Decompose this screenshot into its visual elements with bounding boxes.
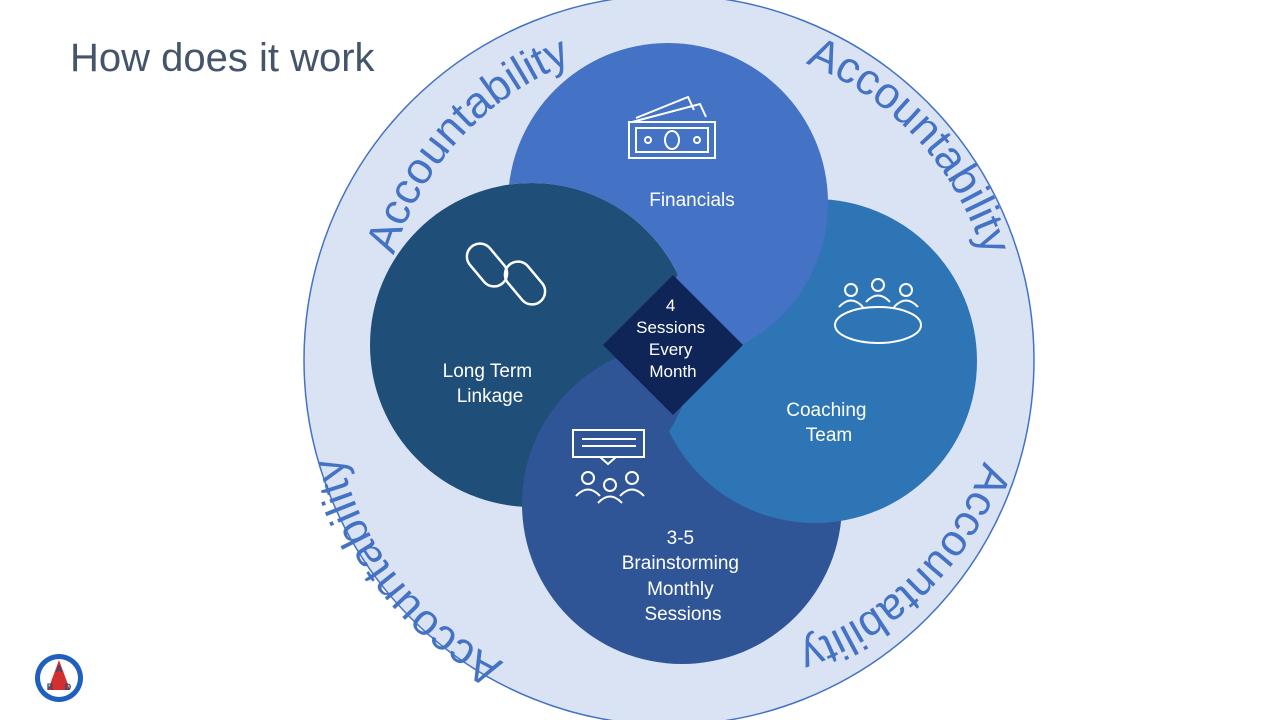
coaching-label: Coaching Team — [786, 400, 872, 446]
presentation-group-icon — [572, 429, 645, 504]
linkage-label: Long Term Linkage — [443, 361, 538, 407]
svg-text:D: D — [65, 682, 72, 692]
center-diamond — [603, 275, 743, 415]
financials-label: Financials — [649, 190, 735, 211]
svg-text:A: A — [56, 664, 63, 674]
chain-link-icon — [465, 242, 547, 306]
center-label: 4 Sessions Every Month — [636, 296, 710, 381]
svg-text:R: R — [47, 682, 54, 692]
slide-title: How does it work — [70, 36, 375, 80]
company-logo: A R D — [35, 654, 83, 702]
meeting-table-icon — [834, 278, 922, 344]
brainstorming-label: 3-5 Brainstorming Monthly Sessions — [622, 528, 745, 625]
money-icon — [628, 95, 716, 159]
